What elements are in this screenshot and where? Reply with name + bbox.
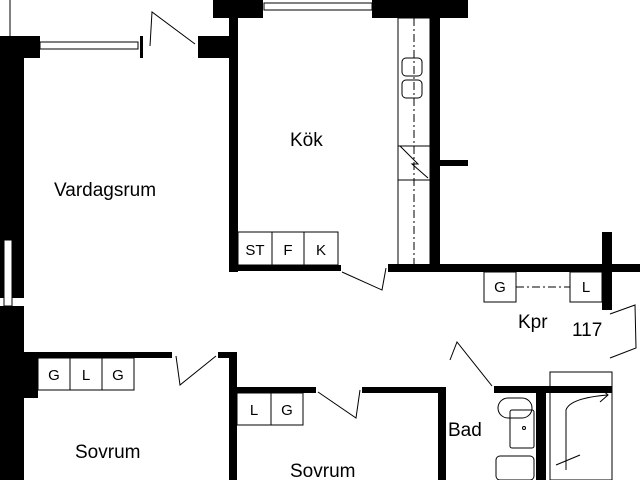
wall <box>602 232 612 310</box>
washbasin-icon <box>509 409 535 449</box>
wall <box>0 306 24 480</box>
window <box>39 41 139 50</box>
door-swing <box>175 355 217 386</box>
window <box>3 239 13 307</box>
kitchen-counter <box>397 17 431 267</box>
room-label-kok: Kök <box>290 130 323 151</box>
wall <box>372 0 468 18</box>
appliance-label-st: ST <box>245 242 264 259</box>
room-number: 117 <box>572 320 602 341</box>
room-label-vardagsrum: Vardagsrum <box>54 180 156 201</box>
wall <box>362 387 446 393</box>
appliance-label-k: K <box>316 242 326 259</box>
window <box>263 2 373 11</box>
closet-label: L <box>250 402 258 419</box>
wall <box>430 18 440 272</box>
entrance-door-swing <box>609 304 637 359</box>
closet-label: L <box>582 279 590 296</box>
closet-label: G <box>494 279 506 296</box>
wall <box>198 36 238 58</box>
room-label-bad: Bad <box>448 420 482 441</box>
room-label-sovrum: Sovrum <box>75 442 140 463</box>
door-swing <box>149 11 196 47</box>
door-swing <box>317 389 361 419</box>
closet-label: G <box>48 367 60 384</box>
windows <box>3 0 373 307</box>
wall <box>229 0 238 272</box>
closet-label: G <box>281 402 293 419</box>
toilet-icon <box>497 397 533 419</box>
wall <box>440 160 468 166</box>
door-swing <box>449 341 493 387</box>
closet-label: L <box>82 367 90 384</box>
closet-label: G <box>112 367 124 384</box>
sink-icon <box>401 79 423 99</box>
room-label-kpr: Kpr <box>518 312 548 333</box>
wall <box>229 352 237 480</box>
room-label-sovrum: Sovrum <box>290 461 355 480</box>
door-swing <box>341 267 387 291</box>
kpr-closets: G L <box>483 271 603 303</box>
sink-icon <box>401 57 423 77</box>
wall <box>438 387 446 480</box>
dishwasher-icon <box>399 145 429 179</box>
doors <box>140 11 637 419</box>
bathroom-fixtures <box>495 371 613 480</box>
sovrum1-closets: G L G <box>37 357 135 391</box>
kitchen-appliances: ST F K <box>237 231 339 266</box>
wall <box>24 352 38 398</box>
appliance-label-f: F <box>283 242 292 259</box>
wall <box>388 264 640 272</box>
wall <box>24 352 172 358</box>
wall <box>237 387 316 393</box>
wall <box>218 352 236 358</box>
wall <box>494 386 612 393</box>
wall <box>536 393 546 480</box>
room-labels: Vardagsrum Kök Kpr 117 Bad Sovrum Sovrum <box>54 130 602 480</box>
washing-machine-icon <box>495 455 535 480</box>
sovrum2-closets: L G <box>236 392 304 426</box>
wall <box>229 265 341 271</box>
wall <box>0 36 40 58</box>
